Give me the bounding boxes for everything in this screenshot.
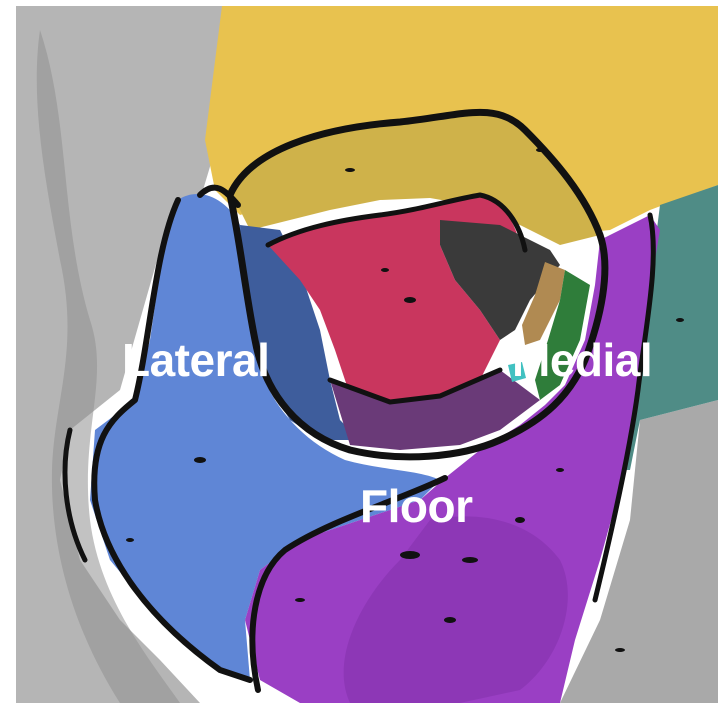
label-lateral: Lateral (122, 334, 269, 386)
label-medial: Medial (512, 334, 652, 386)
label-floor: Floor (360, 480, 473, 532)
